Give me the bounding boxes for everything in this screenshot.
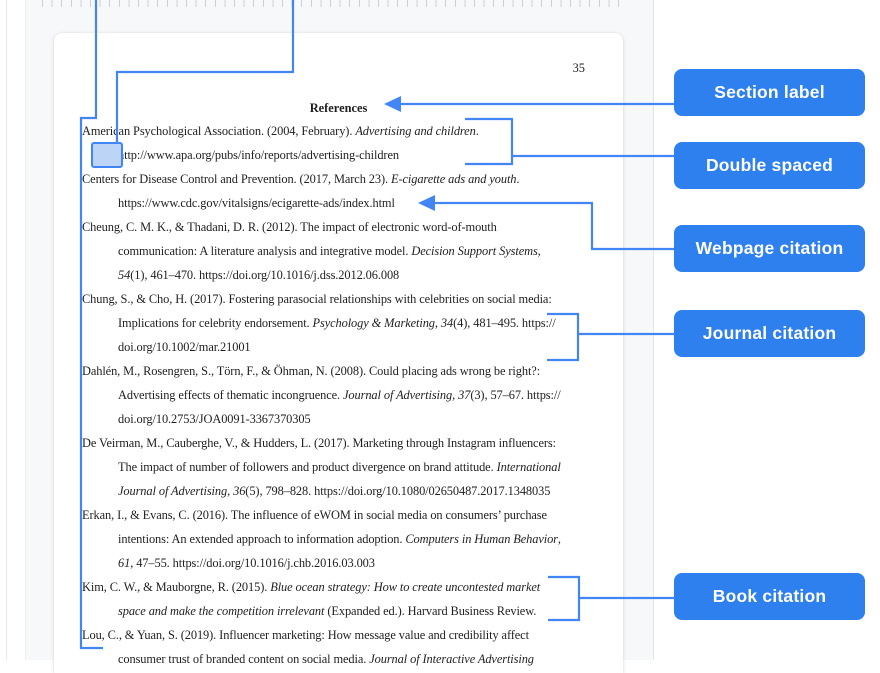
reference-line: American Psychological Association. (200… [82, 124, 479, 138]
reference-line: communication: A literature analysis and… [118, 244, 541, 258]
callout-text: Journal citation [702, 323, 837, 343]
canvas-left-edge [25, 0, 26, 660]
reference-line: space and make the competition irrelevan… [118, 604, 537, 618]
reference-line: Kim, C. W., & Mauborgne, R. (2015). Blue… [82, 580, 541, 594]
reference-line: consumer trust of branded content on soc… [118, 652, 534, 666]
reference-line: 54(1), 461–470. https://doi.org/10.1016/… [118, 268, 400, 282]
reference-line: The impact of number of followers and pr… [118, 460, 561, 474]
callout-double-spaced[interactable]: Double spaced [674, 142, 865, 189]
callout-text: Section label [714, 82, 825, 102]
reference-line: Cheung, C. M. K., & Thadani, D. R. (2012… [82, 220, 497, 234]
callout-webpage-citation[interactable]: Webpage citation [674, 225, 865, 272]
reference-line: Erkan, I., & Evans, C. (2016). The influ… [82, 508, 547, 522]
references-heading: References [309, 101, 368, 115]
reference-line: Journal of Advertising, 36(5), 798–828. … [118, 484, 551, 498]
panel-divider-right [653, 0, 654, 660]
reference-line: De Veirman, M., Cauberghe, V., & Hudders… [82, 436, 556, 450]
references-list: American Psychological Association. (200… [82, 119, 623, 671]
callout-book-citation[interactable]: Book citation [674, 573, 865, 620]
callout-text: Double spaced [705, 155, 834, 175]
reference-line: Chung, S., & Cho, H. (2017). Fostering p… [82, 292, 552, 306]
reference-line: Lou, C., & Yuan, S. (2019). Influencer m… [82, 628, 529, 642]
callout-section-label[interactable]: Section label [674, 69, 865, 116]
document-page[interactable]: 35 References American Psychological Ass… [54, 33, 623, 673]
panel-divider-left [6, 0, 7, 660]
reference-line: http://www.apa.org/pubs/info/reports/adv… [118, 148, 399, 162]
callout-journal-citation[interactable]: Journal citation [674, 310, 865, 357]
reference-line: 61, 47–55. https://doi.org/10.1016/j.chb… [118, 556, 375, 570]
callout-text: Book citation [712, 586, 827, 606]
reference-line: Centers for Disease Control and Preventi… [82, 172, 520, 186]
reference-line: https://www.cdc.gov/vitalsigns/ecigarett… [118, 196, 395, 210]
reference-line: Advertising effects of thematic incongru… [118, 388, 561, 402]
callout-text: Webpage citation [695, 238, 844, 258]
reference-line: intentions: An extended approach to info… [118, 532, 561, 546]
reference-line: Dahlén, M., Rosengren, S., Törn, F., & Ö… [82, 364, 541, 378]
reference-line: doi.org/10.2753/JOA0091-3367370305 [118, 412, 311, 426]
page-number: 35 [572, 61, 585, 75]
reference-line: Implications for celebrity endorsement. … [118, 316, 556, 330]
reference-line: doi.org/10.1002/mar.21001 [118, 340, 251, 354]
ruler[interactable] [42, 0, 620, 7]
